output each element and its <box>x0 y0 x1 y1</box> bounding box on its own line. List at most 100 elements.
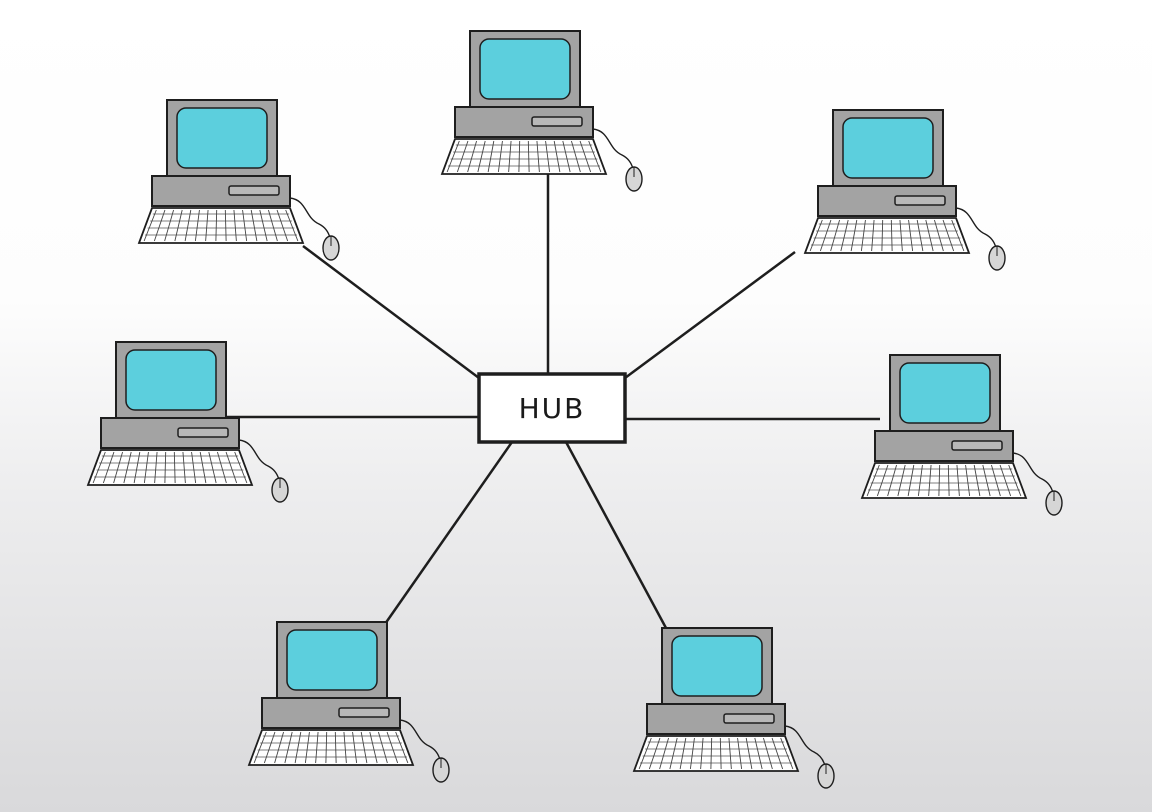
mouse-cord <box>238 439 280 481</box>
link-line <box>383 441 514 625</box>
keyboard-key-divider <box>973 464 981 497</box>
keyboard-key-divider <box>536 140 540 173</box>
keyboard-key-divider <box>378 731 388 764</box>
keyboard-key-divider <box>508 140 512 173</box>
keyboard-key-divider <box>934 219 944 252</box>
keyboard-key-divider <box>143 451 149 484</box>
keyboard-key-divider <box>102 451 115 484</box>
keyboard-key-divider <box>588 140 602 173</box>
keyboard-key-divider <box>253 731 267 764</box>
keyboard-key-divider <box>737 737 743 770</box>
monitor-screen <box>125 349 217 411</box>
keyboard-key-divider <box>259 209 268 242</box>
disk-drive-slot <box>177 427 229 438</box>
keyboard-key-divider <box>899 219 903 252</box>
keyboard-key-divider <box>763 737 773 770</box>
keyboard-key-divider <box>497 140 503 173</box>
keyboard-key-divider <box>947 464 950 497</box>
keyboard-key-divider <box>143 209 157 242</box>
keyboard-key-divider <box>982 464 991 497</box>
link-line <box>302 245 480 379</box>
keyboard-key-divider <box>467 140 477 173</box>
monitor-screen <box>671 635 763 697</box>
keyboard-key-divider <box>925 219 934 252</box>
keyboard-key-divider <box>571 140 581 173</box>
keyboard-key-divider <box>233 209 237 242</box>
disk-drive-slot <box>338 707 390 718</box>
keyboard-key-divider <box>225 451 238 484</box>
keyboard-key-divider <box>897 464 906 497</box>
keyboard-key-divider <box>487 140 495 173</box>
keyboard-key-divider <box>386 731 399 764</box>
keyboard <box>440 138 608 175</box>
keyboard-key-divider <box>369 731 378 764</box>
keyboard-key-divider <box>325 731 328 764</box>
keyboard-key-divider <box>780 737 794 770</box>
keyboard-key-divider <box>182 451 186 484</box>
monitor-screen <box>286 629 378 691</box>
keyboard-key-divider <box>771 737 784 770</box>
keyboard-key-divider <box>860 219 866 252</box>
keyboard-key-divider <box>890 219 893 252</box>
keyboard-key-divider <box>250 209 258 242</box>
keyboard-key-divider <box>881 219 884 252</box>
keyboard-key-divider <box>648 737 661 770</box>
keyboard <box>86 449 254 486</box>
keyboard <box>860 462 1028 499</box>
keyboard-key-divider <box>194 209 200 242</box>
keyboard-key-divider <box>242 209 248 242</box>
keyboard-key-divider <box>819 219 832 252</box>
keyboard-key-divider <box>942 219 955 252</box>
disk-drive-slot <box>228 185 280 196</box>
link-line <box>624 250 796 380</box>
network-links <box>225 172 880 629</box>
keyboard-key-divider <box>999 464 1012 497</box>
keyboard-key-divider <box>263 731 276 764</box>
keyboard-key-divider <box>579 140 592 173</box>
monitor-screen <box>899 362 991 424</box>
computer-bottom-right <box>632 627 835 789</box>
keyboard-key-divider <box>184 209 192 242</box>
keyboard-key-divider <box>123 451 132 484</box>
keyboard-key-divider <box>1008 464 1022 497</box>
keyboard-key-divider <box>527 140 530 173</box>
keyboard-key-divider <box>205 209 209 242</box>
monitor-screen <box>479 38 571 100</box>
keyboard-key-divider <box>92 451 106 484</box>
keyboard-key-divider <box>638 737 652 770</box>
keyboard-key-divider <box>710 737 713 770</box>
keyboard-key-divider <box>917 464 923 497</box>
hub-node: HUB <box>477 372 627 444</box>
keyboard-key-divider <box>850 219 858 252</box>
keyboard-key-divider <box>276 209 289 242</box>
keyboard-key-divider <box>191 451 197 484</box>
mouse-cord <box>1012 452 1054 494</box>
keyboard-key-divider <box>224 209 227 242</box>
computer-top-left <box>137 99 340 261</box>
keyboard-key-divider <box>956 464 960 497</box>
network-computers <box>86 30 1063 789</box>
keyboard-key-divider <box>840 219 849 252</box>
keyboard-key-divider <box>562 140 571 173</box>
keyboard-key-divider <box>908 219 914 252</box>
computer-left <box>86 341 289 503</box>
keyboard-key-divider <box>315 731 319 764</box>
keyboard-key-divider <box>553 140 561 173</box>
keyboard-key-divider <box>991 464 1001 497</box>
mouse-cord <box>592 128 634 170</box>
keyboard-key-divider <box>745 737 753 770</box>
mouse-cord <box>955 207 997 249</box>
keyboard-key-divider <box>754 737 763 770</box>
keyboard <box>632 735 800 772</box>
keyboard-key-divider <box>965 464 971 497</box>
keyboard-key-divider <box>446 140 460 173</box>
keyboard-key-divider <box>876 464 889 497</box>
keyboard-key-divider <box>217 451 227 484</box>
keyboard-key-divider <box>700 737 704 770</box>
keyboard-key-divider <box>173 451 176 484</box>
keyboard-key-divider <box>113 451 123 484</box>
keyboard-key-divider <box>477 140 486 173</box>
keyboard-key-divider <box>866 464 880 497</box>
keyboard-key-divider <box>133 451 141 484</box>
